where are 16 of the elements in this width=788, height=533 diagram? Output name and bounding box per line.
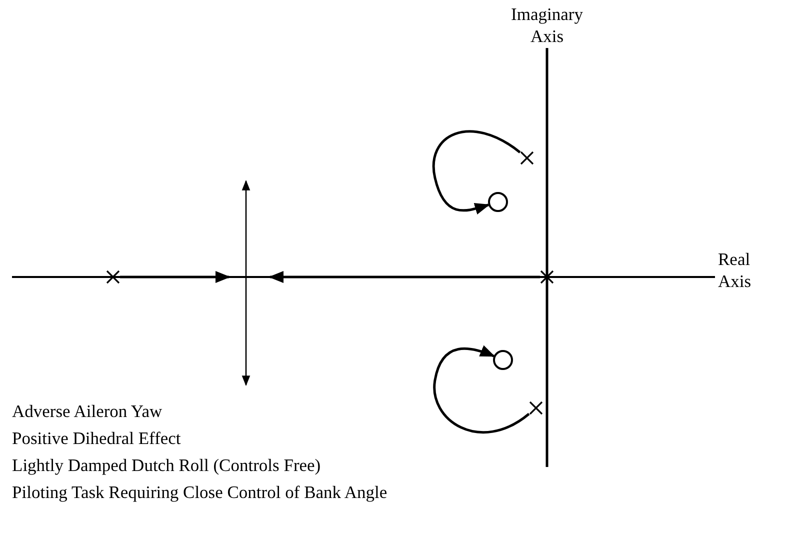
- note-text: Adverse Aileron Yaw: [12, 400, 162, 422]
- zero-marker: [493, 350, 513, 370]
- root-locus-arrow: [120, 271, 230, 283]
- axis-label: Imaginary Axis: [510, 3, 584, 47]
- axis-label: Real Axis: [718, 248, 752, 292]
- note-text: Piloting Task Requiring Close Control of Bank Angle: [12, 481, 388, 503]
- zero-marker: [488, 192, 508, 212]
- note-text: Positive Dihedral Effect: [12, 427, 181, 449]
- pole-marker: [540, 270, 554, 284]
- pole-marker: [520, 151, 534, 165]
- pole-marker: [529, 401, 543, 415]
- pole-marker: [106, 270, 120, 284]
- root-locus-arrow: [268, 271, 540, 283]
- root-locus-arrow: [432, 130, 521, 215]
- root-locus-arrow: [433, 346, 530, 434]
- note-text: Lightly Damped Dutch Roll (Controls Free): [12, 454, 321, 476]
